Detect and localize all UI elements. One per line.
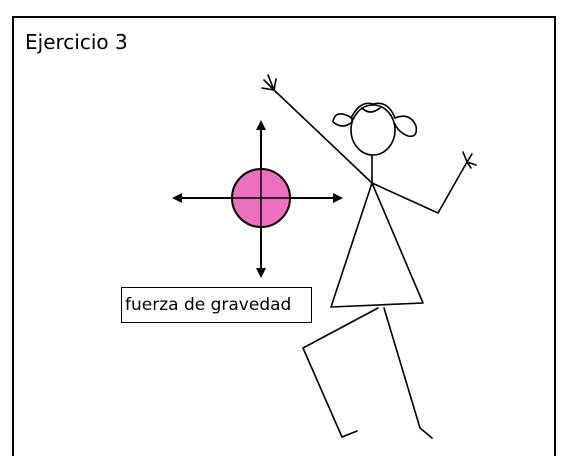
girl-pigtail-right <box>394 115 418 138</box>
girl-pigtail-left <box>332 113 353 127</box>
girl-leg-right <box>383 307 433 439</box>
girl-dress <box>330 182 424 308</box>
girl-hand-left <box>261 74 277 91</box>
girl-leg-left <box>302 307 379 438</box>
exercise-frame <box>12 16 556 456</box>
girl-hand-right <box>462 151 477 169</box>
stick-figure-girl <box>261 74 477 439</box>
girl-head <box>350 104 396 156</box>
exercise-title: Ejercicio 3 <box>25 30 128 54</box>
girl-arm-left <box>273 89 373 184</box>
gravity-force-label: fuerza de gravedad <box>121 287 312 323</box>
girl-arm-right <box>371 161 468 214</box>
girl-hair <box>350 102 396 119</box>
